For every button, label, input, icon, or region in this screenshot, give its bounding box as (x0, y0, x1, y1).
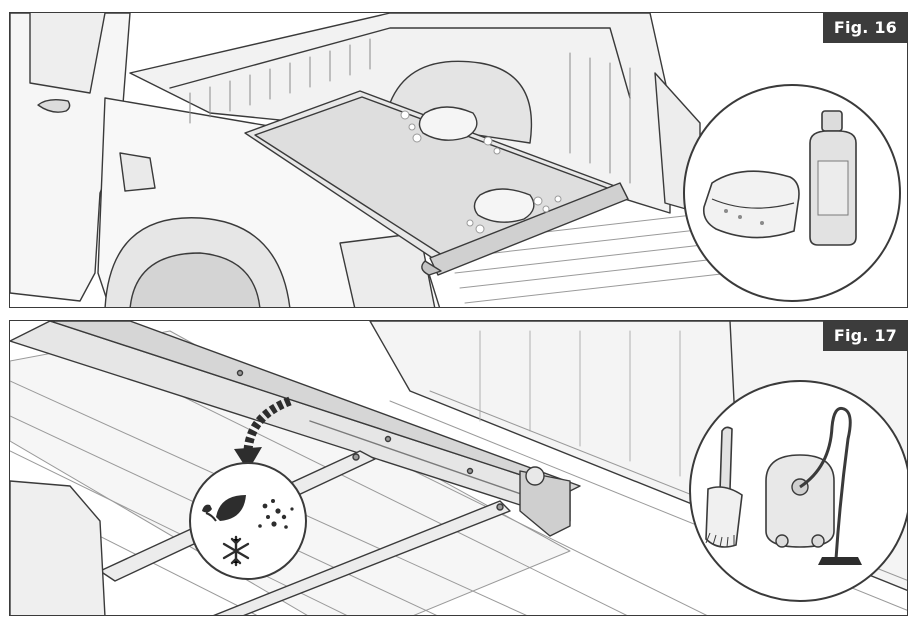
dirt-particles-icon (258, 499, 294, 529)
cleaning-supplies-inset (683, 84, 901, 302)
sponge-icon (702, 170, 800, 239)
truck-bed-wash-illustration (10, 13, 901, 307)
figure-17-panel: Fig. 17 (9, 320, 908, 616)
figure-label: Fig. 16 (822, 13, 907, 43)
figure-16-panel: Fig. 16 (9, 12, 908, 308)
vacuum-cleaner-icon (765, 406, 862, 565)
debris-inset (189, 462, 307, 580)
cleaner-bottle-icon (809, 110, 857, 246)
cleaning-tools-inset (689, 380, 907, 602)
leaf-icon (202, 495, 246, 522)
curved-arrow-icon (234, 396, 292, 471)
hand-brush-icon (705, 426, 743, 548)
rail-cleaning-illustration (10, 321, 907, 615)
snowflake-icon (222, 535, 250, 567)
figure-label: Fig. 17 (822, 321, 907, 351)
